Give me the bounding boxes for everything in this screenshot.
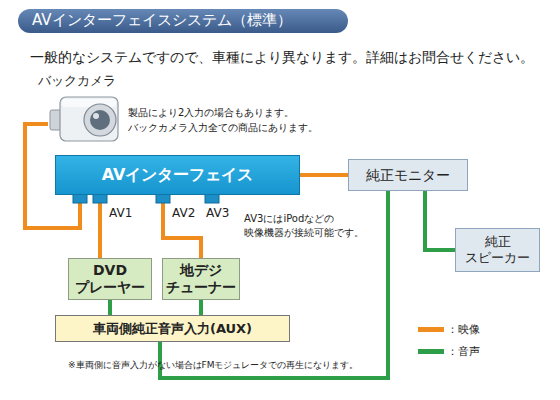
- camera-lens-ring: [84, 104, 116, 136]
- signal-wire: [108, 300, 112, 315]
- node-label: 純正モニター: [366, 167, 450, 184]
- node-label: 純正 スピーカー: [459, 234, 536, 265]
- signal-wire: [98, 195, 102, 258]
- footnote: ※車両側に音声入力がない場合はFMモジュレータでの再生になります。: [68, 360, 358, 371]
- port-tab: [73, 194, 87, 203]
- signal-wire: [425, 191, 455, 250]
- audio-input-box: 車両側純正音声入力(AUX): [55, 315, 290, 342]
- signal-wire: [160, 191, 388, 378]
- port-note: AV3にはiPodなどの: [244, 213, 334, 225]
- diagram-title: AVインターフェイスシステム（標準）: [32, 11, 292, 29]
- port-tab: [156, 194, 170, 203]
- speaker-box: 純正 スピーカー: [455, 228, 540, 272]
- camera-note: 製品により2入力の場合もあります。: [128, 107, 294, 119]
- node-label: DVD プレーヤー: [72, 262, 148, 296]
- legend-label: ：音声: [447, 344, 480, 359]
- legend-row: ：音声: [418, 344, 480, 359]
- signal-wire: [199, 300, 203, 315]
- port-tab: [93, 194, 107, 203]
- title-bar: [18, 9, 348, 33]
- camera-body: [60, 97, 118, 141]
- interface-box: AVインターフェイス: [55, 155, 300, 195]
- camera-note: バックカメラ入力全ての商品にあります。: [128, 122, 318, 134]
- subtitle-note: 一般的なシステムですので、車種により異なります。詳細はお問合せください。: [30, 49, 534, 65]
- camera-node: バックカメラ: [48, 94, 120, 144]
- device-box: DVD プレーヤー: [68, 258, 152, 300]
- port-label: AV2: [172, 206, 195, 220]
- legend-swatch: [418, 349, 444, 354]
- monitor-box: 純正モニター: [348, 159, 468, 191]
- legend-label: ：映像: [447, 322, 480, 337]
- legend-row: ：映像: [418, 322, 480, 337]
- node-label: AVインターフェイス: [102, 165, 254, 184]
- node-label: 車両側純正音声入力(AUX): [93, 321, 252, 337]
- port-note: 映像機器が接続可能です。: [244, 227, 364, 239]
- camera-lens: [90, 110, 110, 130]
- signal-wire: [300, 173, 348, 177]
- port-tab: [205, 194, 219, 203]
- node-label: 地デジ チューナー: [166, 262, 236, 296]
- signal-wire: [163, 195, 201, 258]
- node-label: バックカメラ: [38, 73, 116, 89]
- port-label: AV1: [109, 206, 132, 220]
- legend-swatch: [418, 327, 444, 332]
- port-label: AV3: [206, 206, 229, 220]
- device-box: 地デジ チューナー: [162, 258, 240, 300]
- lens-highlight: [93, 113, 99, 119]
